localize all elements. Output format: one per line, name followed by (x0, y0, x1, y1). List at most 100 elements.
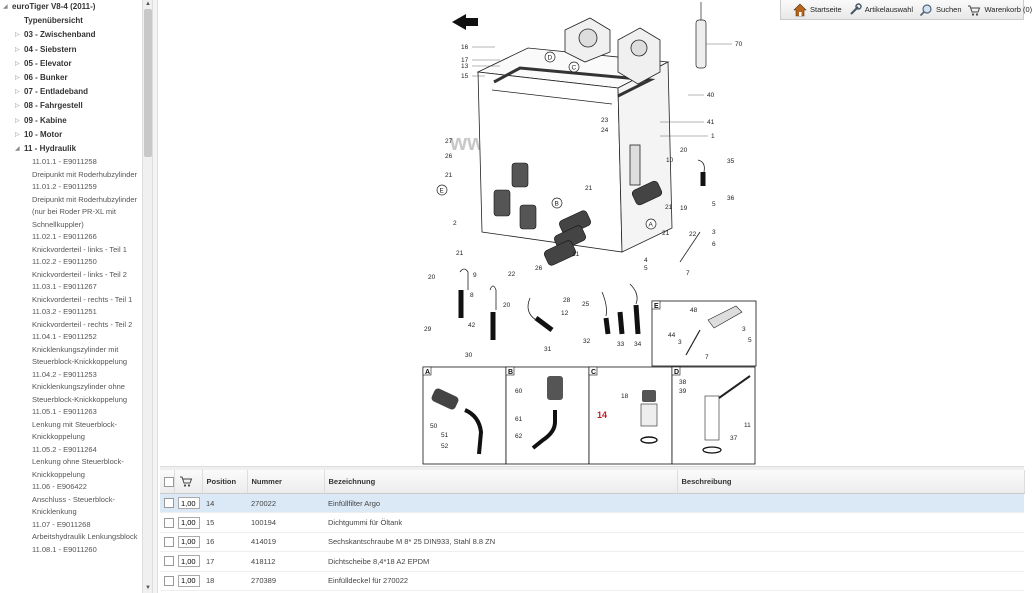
leaf-code[interactable]: 11.02.1 - E9011266 (32, 232, 97, 242)
leaf-code[interactable]: 11.01.2 - E9011259 (32, 182, 97, 192)
home-button[interactable]: Startseite (791, 3, 844, 17)
leaf-code[interactable]: 11.03.2 - E9011251 (32, 307, 97, 317)
table-row[interactable]: 16 414019 Sechskantschraube M 8* 25 DIN9… (160, 532, 1024, 553)
leaf-text[interactable]: Dreipunkt mit Roderhubzylinder (nur bei … (32, 194, 138, 229)
callout-5[interactable]: 5 (712, 201, 716, 208)
callout-4[interactable]: 4 (644, 257, 648, 264)
callout-25[interactable]: 25 (582, 301, 590, 308)
callout-35[interactable]: 35 (727, 158, 735, 165)
inset-e-44[interactable]: 44 (668, 332, 676, 339)
row-checkbox[interactable] (164, 575, 174, 586)
collapsed-arrow-icon[interactable]: ▷ (15, 117, 20, 124)
row-select-cell[interactable] (160, 551, 174, 572)
row-select-cell[interactable] (160, 493, 174, 514)
marker-e-label[interactable]: E (440, 188, 445, 195)
tree-item-07[interactable]: ▷07 - Entladeband (0, 85, 142, 99)
home-label[interactable]: Startseite (810, 5, 842, 14)
callout-70[interactable]: 70 (735, 41, 743, 48)
tree-item-10[interactable]: ▷10 - Motor (0, 128, 142, 142)
callout-32[interactable]: 32 (583, 338, 591, 345)
leaf-text[interactable]: Knickvorderteil - links - Teil 1 (32, 244, 127, 254)
sidebar-scrollbar[interactable]: ▲ ▼ (142, 0, 153, 593)
leaf-text[interactable]: Lenkung mit Steuerblock-Knickkoppelung (32, 419, 118, 442)
tree-item-03[interactable]: ▷ 03 - Zwischenband (0, 28, 142, 42)
callout-21b[interactable]: 21 (665, 204, 673, 211)
leaf-code[interactable]: 11.02.2 - E9011250 (32, 257, 97, 267)
leaf-code[interactable]: 11.06 - E906422 (32, 482, 87, 492)
tree-item-label[interactable]: 03 - Zwischenband (24, 30, 96, 40)
tree-item-label[interactable]: 08 - Fahrgestell (24, 101, 83, 111)
inset-e-3a[interactable]: 3 (678, 339, 682, 346)
tree-item-04[interactable]: ▷04 - Siebstern (0, 43, 142, 57)
marker-b[interactable] (551, 197, 563, 209)
callout-21d[interactable]: 21 (585, 185, 593, 192)
callout-5b[interactable]: 5 (644, 265, 648, 272)
leaf-code[interactable]: 11.04.1 - E9011252 (32, 332, 97, 342)
row-checkbox[interactable] (164, 498, 174, 509)
inset-a-52[interactable]: 52 (441, 443, 449, 450)
callout-30[interactable]: 30 (465, 352, 473, 359)
callout-12[interactable]: 12 (561, 310, 569, 317)
table-row[interactable]: 14 270022 Einfüllfilter Argo (160, 493, 1024, 514)
callout-20b[interactable]: 20 (428, 274, 436, 281)
tree-leaf[interactable]: 11.08.1 - E9011260 (0, 544, 142, 557)
callout-1[interactable]: 1 (711, 133, 715, 140)
inset-e-5[interactable]: 5 (748, 337, 752, 344)
collapsed-arrow-icon[interactable]: ▷ (15, 89, 20, 96)
callout-10[interactable]: 10 (666, 157, 674, 164)
leaf-code[interactable]: 11.05.2 - E9011264 (32, 444, 97, 454)
callout-36[interactable]: 36 (727, 195, 735, 202)
article-selection-label[interactable]: Artikelauswahl (864, 5, 914, 14)
callout-42[interactable]: 42 (468, 322, 476, 329)
callout-17[interactable]: 17 (461, 57, 469, 64)
tree-item-label[interactable]: 05 - Elevator (24, 58, 72, 68)
callout-29[interactable]: 29 (424, 326, 432, 333)
number-column-header[interactable]: Nummer (247, 470, 325, 494)
leaf-text[interactable]: Arbeitshydraulik Lenkungsblock (32, 532, 138, 542)
callout-26[interactable]: 26 (445, 153, 453, 160)
leaf-code[interactable]: 11.08.1 - E9011260 (32, 544, 97, 554)
collapsed-arrow-icon[interactable]: ▷ (15, 60, 20, 67)
inset-d-37[interactable]: 37 (730, 435, 738, 442)
quantity-input[interactable] (178, 555, 200, 568)
leaf-code[interactable]: 11.03.1 - E9011267 (32, 282, 97, 292)
search-button[interactable]: Suchen (917, 3, 963, 17)
tree-item-label[interactable]: Typenübersicht (24, 16, 83, 26)
leaf-text[interactable]: Knicklenkungszylinder mit Steuerblock-Kn… (32, 344, 128, 367)
inset-e-3b[interactable]: 3 (742, 326, 746, 333)
callout-13[interactable]: 13 (461, 63, 469, 70)
collapsed-arrow-icon[interactable]: ▷ (15, 74, 20, 81)
cart-label[interactable]: Warenkorb (0) (984, 5, 1033, 14)
inset-a-50[interactable]: 50 (430, 423, 438, 430)
leaf-text[interactable]: Anschluss - Steuerblock-Knicklenkung (32, 494, 115, 517)
callout-15[interactable]: 15 (461, 73, 469, 80)
marker-b-label[interactable]: B (555, 201, 559, 208)
quantity-input[interactable] (178, 497, 200, 510)
row-select-cell[interactable] (160, 571, 174, 591)
leaf-code[interactable]: 11.04.2 - E9011253 (32, 369, 97, 379)
collapsed-arrow-icon[interactable]: ▷ (15, 131, 20, 138)
quantity-input[interactable] (178, 535, 200, 548)
collapsed-arrow-icon[interactable]: ▷ (15, 32, 20, 39)
tree-item-label[interactable]: 04 - Siebstern (24, 44, 77, 54)
callout-16[interactable]: 16 (461, 44, 469, 51)
marker-a[interactable] (645, 218, 657, 230)
leaf-text[interactable]: Dreipunkt mit Roderhubzylinder (32, 169, 138, 179)
callout-26b[interactable]: 26 (535, 265, 543, 272)
leaf-code[interactable]: 11.01.1 - E9011258 (32, 157, 97, 167)
inset-b-60[interactable]: 60 (515, 388, 523, 395)
collapsed-arrow-icon[interactable]: ▷ (15, 103, 20, 110)
callout-28[interactable]: 28 (563, 297, 571, 304)
callout-23[interactable]: 23 (601, 117, 609, 124)
quantity-input[interactable] (178, 574, 200, 587)
inset-e-7[interactable]: 7 (705, 354, 709, 361)
